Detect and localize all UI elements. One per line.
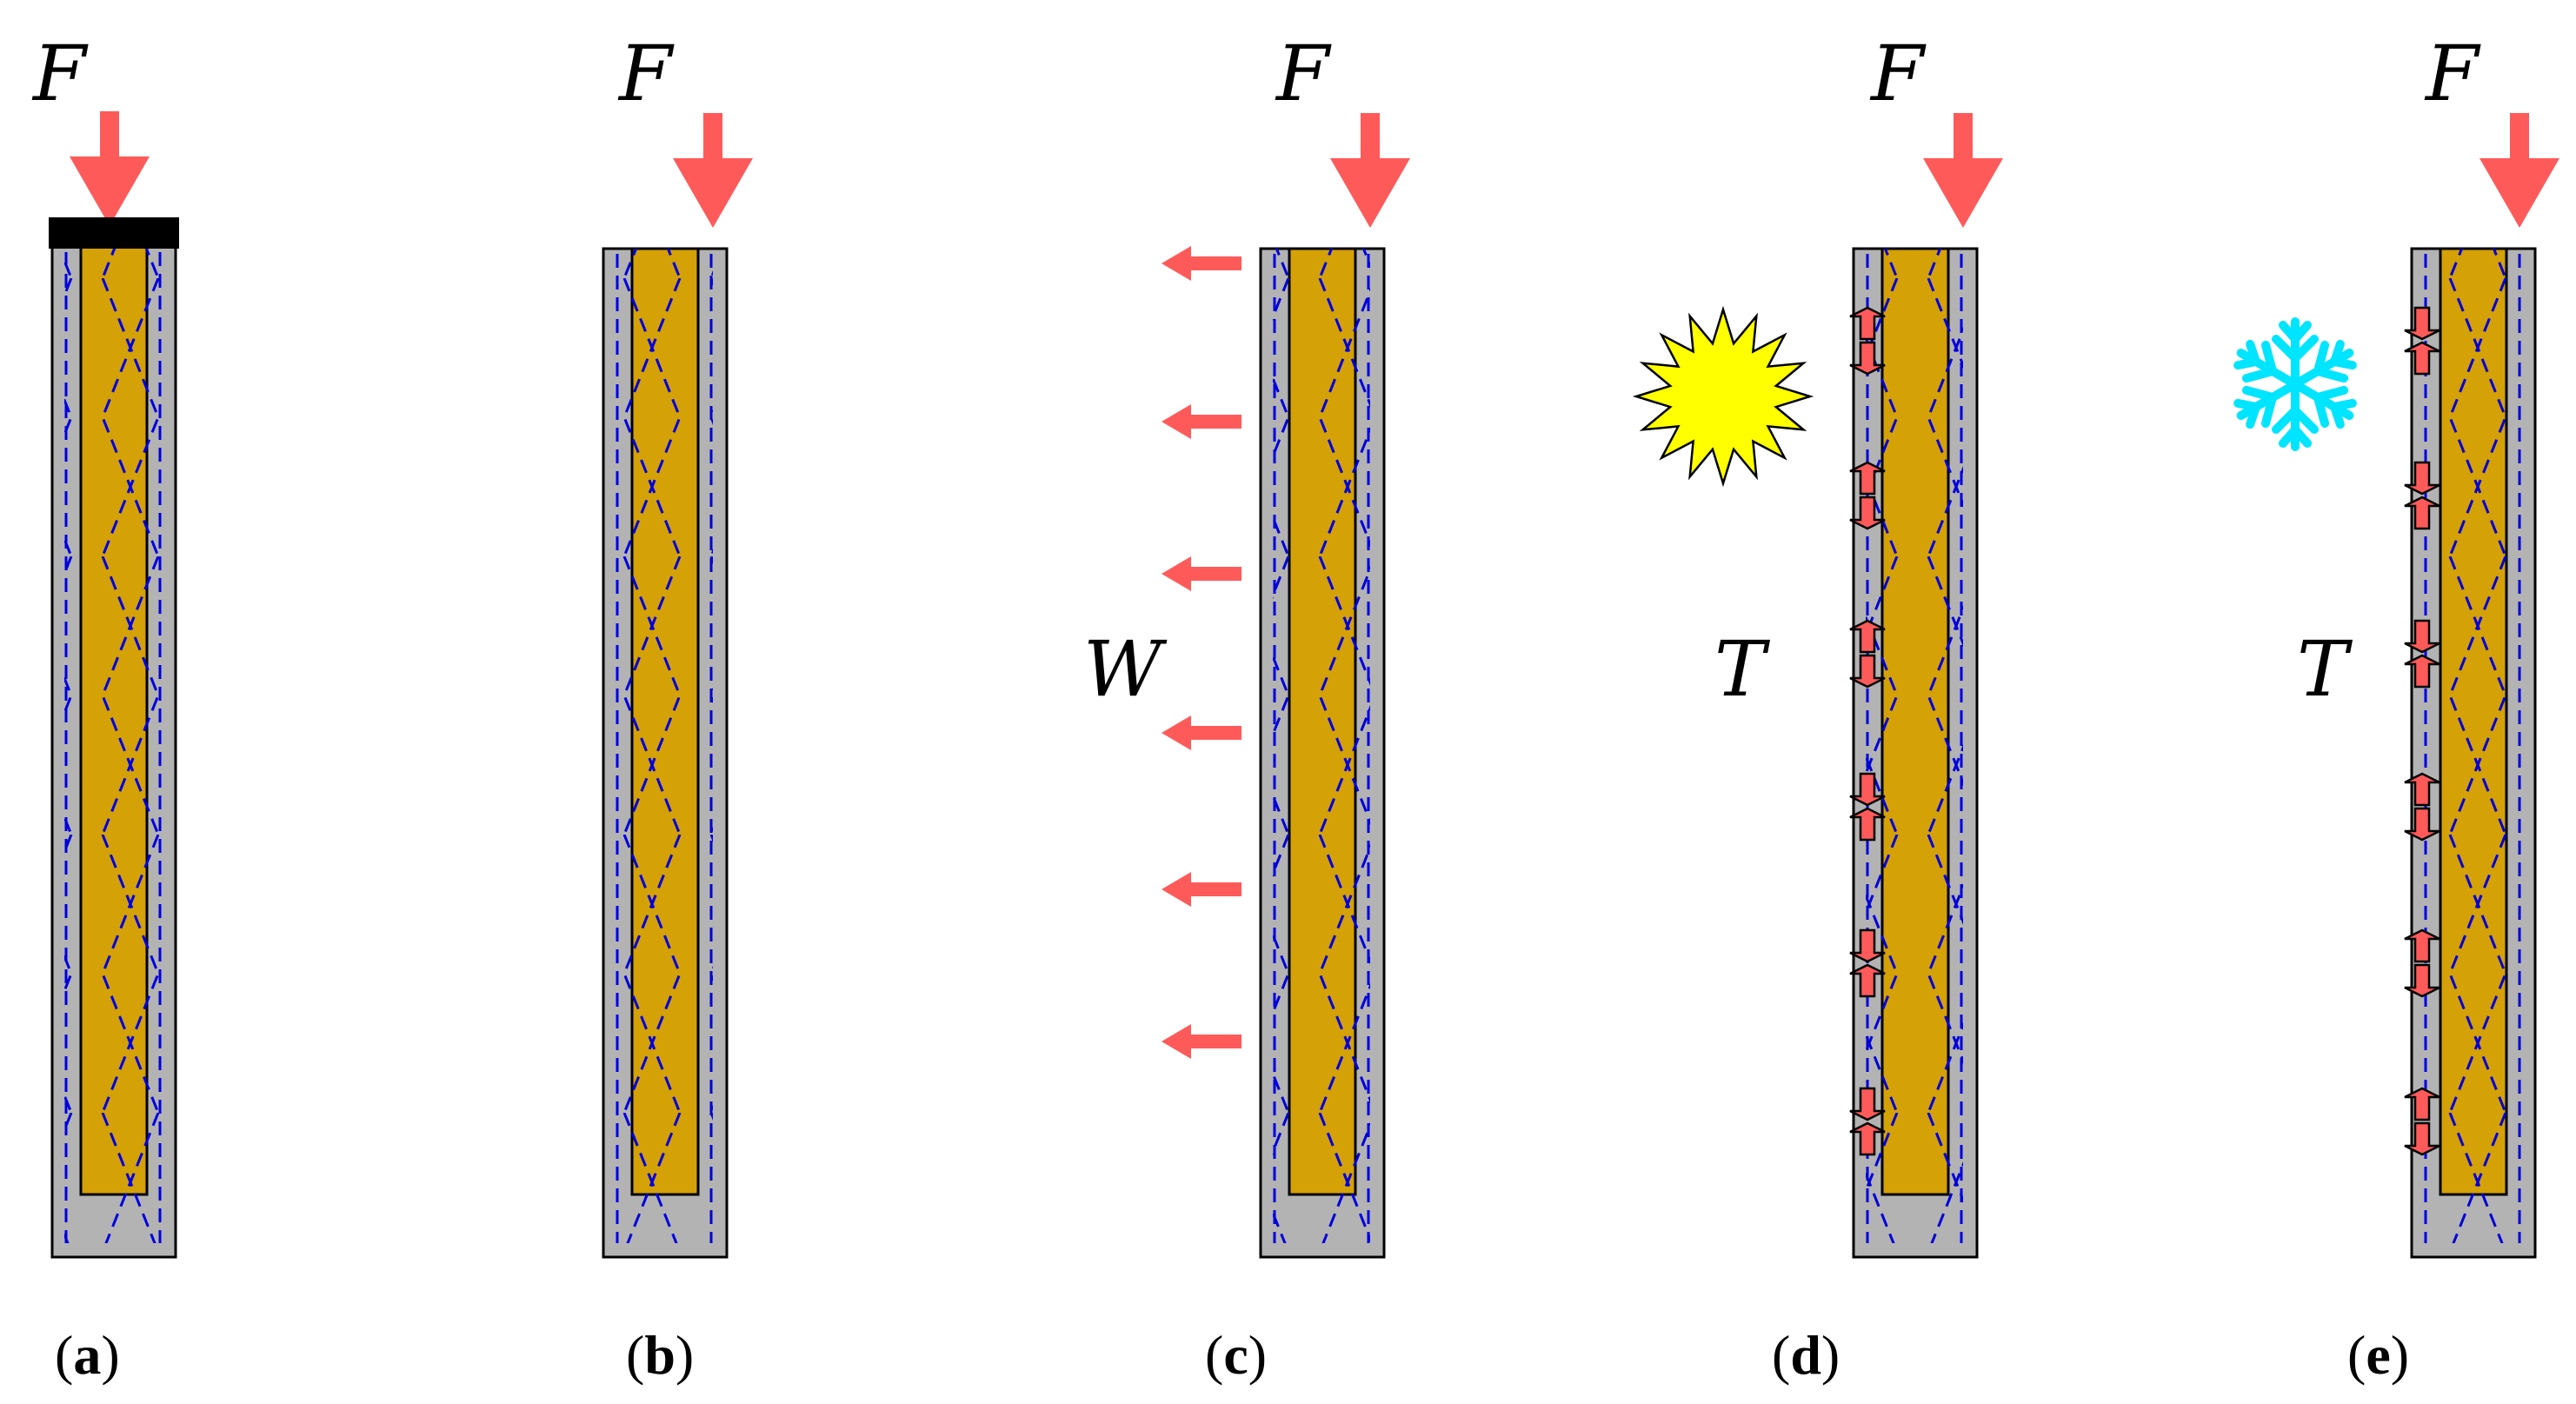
caption-d: (d) — [1772, 1324, 1840, 1386]
wind-arrow — [1162, 872, 1241, 907]
force-arrow-c — [1330, 113, 1410, 228]
wind-arrow — [1162, 556, 1241, 591]
force-arrow-e — [2479, 113, 2559, 228]
caption-e: (e) — [2347, 1324, 2409, 1386]
caption-b: (b) — [626, 1324, 694, 1386]
column-e — [2410, 247, 2537, 1259]
rebar-cage-a — [64, 247, 162, 1243]
panel-c: F W (c) — [1083, 29, 1410, 1386]
wind-arrow — [1162, 1024, 1241, 1059]
cap-plate-a — [49, 217, 179, 249]
wind-arrow — [1162, 404, 1241, 439]
force-label-b: F — [617, 29, 675, 118]
column-c — [1259, 247, 1386, 1259]
column-a — [49, 217, 179, 1259]
force-arrow-d — [1923, 113, 2003, 228]
force-label-c: F — [1275, 29, 1332, 118]
temperature-label-e: T — [2297, 624, 2353, 714]
panel-e: F T — [2232, 29, 2559, 1386]
force-label-e: F — [2424, 29, 2481, 118]
snowflake-icon — [2232, 317, 2360, 447]
rebar-cage-e — [2424, 249, 2521, 1243]
rebar-cage-b — [616, 249, 713, 1243]
force-arrow-b — [673, 113, 753, 228]
rebar-cage-c — [1273, 249, 1370, 1243]
force-label-d: F — [1869, 29, 1927, 118]
wind-arrow — [1162, 246, 1241, 281]
force-arrow-a — [70, 111, 150, 226]
wind-label: W — [1083, 624, 1168, 714]
rebar-cage-d — [1866, 249, 1963, 1243]
panel-d: F T (d) — [1632, 29, 2003, 1386]
sun-icon — [1632, 305, 1814, 488]
column-b — [602, 247, 729, 1259]
temperature-label-d: T — [1714, 624, 1771, 714]
panel-a: F (a) — [31, 29, 179, 1386]
caption-a: (a) — [55, 1324, 120, 1386]
force-label-a: F — [31, 29, 89, 118]
wind-arrow — [1162, 715, 1241, 750]
panel-b: F (b) — [602, 29, 753, 1386]
caption-c: (c) — [1205, 1324, 1267, 1386]
wind-arrows — [1162, 246, 1241, 1059]
